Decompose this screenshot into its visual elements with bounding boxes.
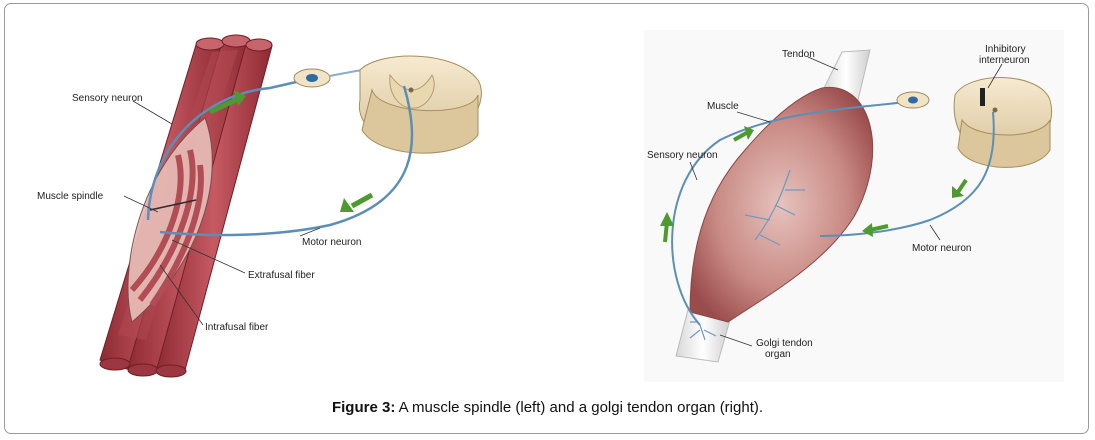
label-muscle-spindle: Muscle spindle bbox=[37, 191, 104, 202]
muscle-belly bbox=[689, 86, 874, 323]
label-golgi-tendon: Golgi tendon bbox=[756, 338, 813, 349]
label-organ: organ bbox=[765, 349, 791, 360]
muscle-nerve-branches bbox=[689, 169, 805, 341]
sensory-neuron-fiber-right bbox=[671, 101, 906, 326]
label-motor-neuron-left: Motor neuron bbox=[302, 237, 361, 248]
label-muscle: Muscle bbox=[707, 101, 739, 112]
sensory-direction-arrow bbox=[208, 95, 242, 115]
sensory-neuron-fiber bbox=[146, 78, 306, 221]
label-motor-neuron-right: Motor neuron bbox=[912, 243, 971, 254]
caption-prefix: Figure 3: bbox=[331, 399, 396, 416]
label-tendon: Tendon bbox=[782, 49, 815, 60]
sensory-direction-arrow-right bbox=[660, 212, 674, 226]
label-sensory-neuron-right: Sensory neuron bbox=[647, 150, 718, 161]
left-panel: Sensory neuron Muscle spindle Motor neur… bbox=[37, 34, 482, 378]
caption-text: A muscle spindle (left) and a golgi tend… bbox=[395, 399, 764, 416]
label-intrafusal-fiber: Intrafusal fiber bbox=[205, 322, 269, 333]
motor-direction-arrow-right bbox=[952, 186, 964, 198]
figure-caption: Figure 3: A muscle spindle (left) and a … bbox=[0, 399, 1095, 416]
motor-direction-arrow bbox=[350, 192, 374, 209]
label-extrafusal-fiber: Extrafusal fiber bbox=[248, 270, 315, 281]
motor-neuron-fiber-right bbox=[819, 111, 995, 237]
motor-neuron-fiber bbox=[159, 85, 414, 237]
label-sensory-neuron-left: Sensory neuron bbox=[72, 93, 143, 104]
label-inhibitory: Inhibitory bbox=[985, 44, 1026, 55]
label-interneuron: interneuron bbox=[979, 55, 1030, 66]
muscle-spindle bbox=[127, 117, 213, 323]
spinal-cord-right bbox=[953, 77, 1052, 168]
right-panel: Tendon Inhibitory interneuron Muscle Sen… bbox=[644, 30, 1064, 382]
spinal-cord-left bbox=[358, 55, 482, 154]
